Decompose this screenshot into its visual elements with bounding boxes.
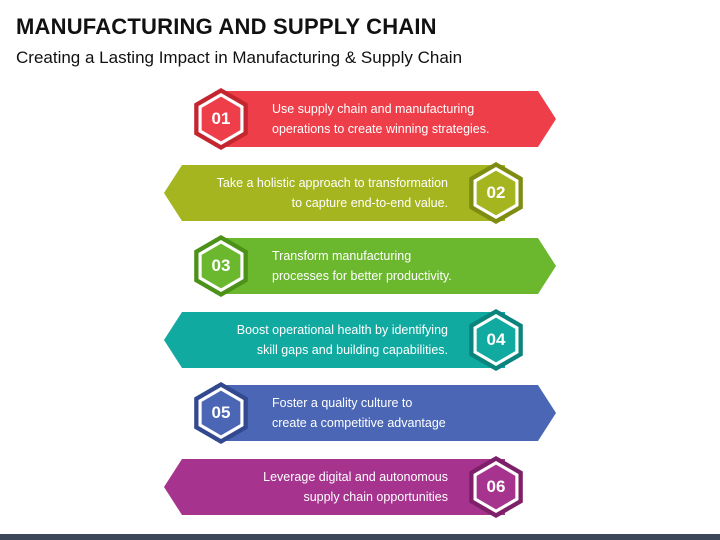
- step-arrow-band: [164, 165, 505, 221]
- step-text-line-1: Boost operational health by identifying: [236, 323, 448, 337]
- step-shape: [194, 382, 556, 444]
- step-shape: [164, 309, 523, 371]
- step-text-line-2: skill gaps and building capabilities.: [256, 343, 448, 357]
- page-subtitle: Creating a Lasting Impact in Manufacturi…: [16, 48, 463, 67]
- step-text-line-1: Foster a quality culture to: [272, 396, 413, 410]
- step-row-06: 06 Leverage digital and autonomous supply …: [0, 442, 720, 532]
- step-arrow-band: [164, 459, 505, 515]
- step-number: 03: [211, 256, 231, 275]
- step-row-02: 02 Take a holistic approach to transforma…: [0, 148, 720, 238]
- step-text-line-2: operations to create winning strategies.: [272, 122, 490, 136]
- step-row-03: 03 Transform manufacturing processes for b…: [0, 221, 720, 311]
- step-number: 04: [486, 330, 506, 349]
- hexagon-fill: [201, 390, 241, 436]
- step-row-04: 04 Boost operational health by identifyin…: [0, 295, 720, 385]
- step-text-line-1: Transform manufacturing: [272, 249, 412, 263]
- step-text-line-1: Take a holistic approach to transformati…: [216, 176, 448, 190]
- step-text: Use supply chain and manufacturing operat…: [272, 99, 512, 139]
- step-shape: [164, 162, 523, 224]
- step-text: Leverage digital and autonomous supply ch…: [208, 467, 448, 507]
- step-arrow-band: [164, 312, 505, 368]
- step-text: Foster a quality culture to create a comp…: [272, 393, 512, 433]
- step-arrow-band: [215, 238, 556, 294]
- hexagon-fill: [476, 464, 516, 510]
- step-text: Boost operational health by identifying s…: [208, 320, 448, 360]
- step-text-line-2: create a competitive advantage: [272, 416, 446, 430]
- step-row-01: 01 Use supply chain and manufacturing oper…: [0, 74, 720, 164]
- step-text-line-1: Use supply chain and manufacturing: [272, 102, 475, 116]
- step-shape: [194, 88, 556, 150]
- step-text: Take a holistic approach to transformati…: [208, 173, 448, 213]
- step-text-line-1: Leverage digital and autonomous: [263, 470, 448, 484]
- step-arrow-band: [215, 91, 556, 147]
- page-title: MANUFACTURING AND SUPPLY CHAIN: [16, 14, 437, 39]
- step-number: 02: [486, 183, 506, 202]
- step-text-line-2: processes for better productivity.: [272, 269, 452, 283]
- hexagon-fill: [476, 317, 516, 363]
- step-text-line-2: supply chain opportunities: [303, 490, 448, 504]
- step-row-05: 05 Foster a quality culture to create a co…: [0, 368, 720, 458]
- step-number: 01: [211, 109, 231, 128]
- step-arrow-band: [215, 385, 556, 441]
- step-text: Transform manufacturing processes for bet…: [272, 246, 512, 286]
- step-number: 06: [486, 477, 506, 496]
- step-number: 05: [211, 403, 231, 422]
- hexagon-fill: [201, 243, 241, 289]
- hexagon-fill: [201, 96, 241, 142]
- hexagon-fill: [476, 170, 516, 216]
- bottom-bar: [0, 534, 720, 540]
- step-shape: [164, 456, 523, 518]
- step-text-line-2: to capture end-to-end value.: [291, 196, 448, 210]
- step-shape: [194, 235, 556, 297]
